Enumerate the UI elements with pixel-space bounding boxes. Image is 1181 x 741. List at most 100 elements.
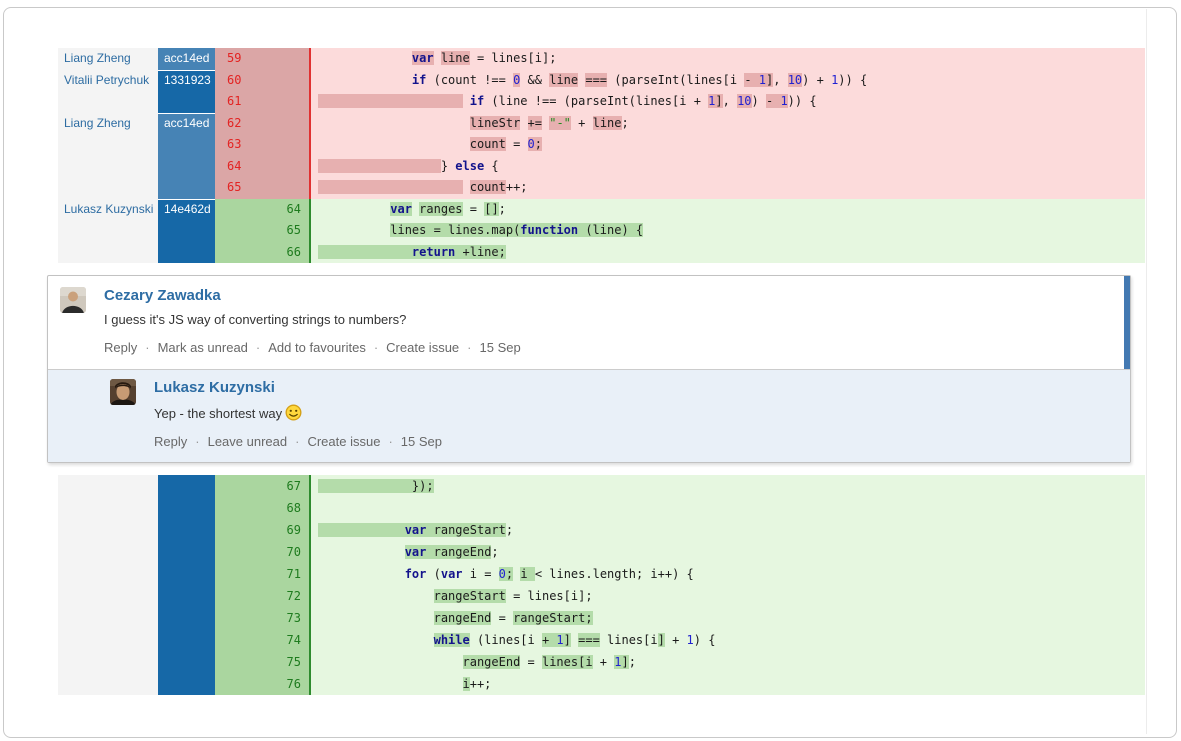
code-token (318, 545, 405, 559)
diff-line-number[interactable]: 63 (215, 134, 309, 156)
separator-dot: · (255, 340, 261, 355)
diff-line-number[interactable]: 65 (215, 177, 309, 199)
separator-dot: · (295, 434, 300, 449)
diff-line-number[interactable]: 68 (215, 497, 309, 519)
reply-author-link[interactable]: Lukasz Kuzynski (154, 379, 275, 396)
diff-line-number[interactable]: 75 (215, 651, 309, 673)
diff-code-line[interactable]: rangeEnd = rangeStart; (309, 607, 1145, 629)
comment-author-link[interactable]: Cezary Zawadka (104, 287, 221, 304)
code-token: === (578, 633, 600, 647)
diff-code-line[interactable]: if (count !== 0 && line === (parseInt(li… (309, 69, 1145, 91)
diff-line-number[interactable]: 64 (215, 198, 309, 220)
diff-author-link[interactable]: Liang Zheng (58, 48, 158, 70)
code-token: +line; (455, 244, 506, 259)
comment-action-reply[interactable]: Reply (154, 434, 188, 449)
code-token: lines[i (599, 633, 658, 647)
old-line-number: 59 (227, 51, 242, 65)
diff-row: 69 var rangeStart; (58, 519, 1145, 541)
diff-line-number[interactable]: 60 (215, 69, 309, 91)
diff-code-line[interactable]: var ranges = []; (309, 198, 1145, 220)
comment-body: Cezary Zawadka I guess it's JS way of co… (104, 287, 521, 369)
diff-line-number[interactable]: 67 (215, 475, 309, 497)
code-token: (line) { (578, 223, 644, 237)
diff-code-line[interactable]: i++; (309, 673, 1145, 695)
diff-author-link[interactable]: Vitalii Petrychuk (58, 69, 158, 91)
diff-line-number[interactable]: 69 (215, 519, 309, 541)
diff-line-number[interactable]: 70 (215, 541, 309, 563)
diff-line-number[interactable]: 74 (215, 629, 309, 651)
comment-action-add-to-favourites[interactable]: Add to favourites (268, 340, 366, 355)
comment-text: I guess it's JS way of converting string… (104, 312, 407, 327)
code-token: 10 (787, 72, 803, 87)
code-token: ] (766, 72, 774, 87)
diff-row: 76 i++; (58, 673, 1145, 695)
diff-line-number[interactable]: 65 (215, 220, 309, 242)
diff-code-line[interactable]: var rangeEnd; (309, 541, 1145, 563)
diff-code-line[interactable]: var line = lines[i]; (309, 48, 1145, 70)
diff-line-number[interactable]: 73 (215, 607, 309, 629)
diff-line-number[interactable]: 64 (215, 155, 309, 177)
diff-row: 67 }); (58, 475, 1145, 497)
diff-author-link[interactable]: Liang Zheng (58, 112, 158, 134)
code-token: 0 (498, 567, 506, 581)
code-token: lines[i (541, 655, 593, 669)
diff-row: 71 for (var i = 0; i < lines.length; i++… (58, 563, 1145, 585)
diff-code-line[interactable]: count++; (309, 177, 1145, 199)
diff-commit-hash[interactable]: acc14ed (158, 48, 215, 70)
diff-line-number[interactable]: 62 (215, 112, 309, 134)
comment-action-create-issue[interactable]: Create issue (386, 340, 460, 355)
diff-code-line[interactable]: rangeStart = lines[i]; (309, 585, 1145, 607)
diff-code-line[interactable]: while (lines[i + 1] === lines[i] + 1) { (309, 629, 1145, 651)
avatar-lukasz[interactable] (110, 379, 136, 405)
diff-code-line[interactable]: lineStr += "-" + line; (309, 112, 1145, 134)
diff-code-line[interactable]: }); (309, 475, 1145, 497)
old-line-number: 64 (227, 158, 242, 173)
diff-line-number[interactable]: 66 (215, 241, 309, 263)
code-token: if (411, 72, 427, 87)
comment-reply: Lukasz Kuzynski Yep - the shortest way R… (48, 369, 1130, 462)
unread-indicator-bar (1124, 276, 1130, 369)
diff-line-number[interactable]: 59 (215, 48, 309, 70)
comment-action-reply[interactable]: Reply (104, 340, 138, 355)
code-token (520, 116, 527, 130)
avatar-cezary[interactable] (60, 287, 86, 313)
code-token: 0 (527, 137, 535, 151)
diff-code-line[interactable]: count = 0; (309, 134, 1145, 156)
diff-commit-hash[interactable]: 1331923 (158, 69, 215, 91)
diff-code-line[interactable]: rangeEnd = lines[i + 1]; (309, 651, 1145, 673)
code-token: - (744, 72, 759, 87)
comment-action-mark-as-unread[interactable]: Mark as unread (157, 340, 248, 355)
code-token: { (484, 158, 499, 173)
diff-code-line[interactable]: if (line !== (parseInt(lines[i + 1], 10)… (309, 91, 1145, 113)
comment-action-leave-unread[interactable]: Leave unread (207, 434, 288, 449)
code-token (463, 94, 470, 108)
old-line-number: 61 (227, 94, 242, 108)
diff-row: 65 count++; (58, 177, 1145, 199)
diff-line-number[interactable]: 71 (215, 563, 309, 585)
code-token (318, 158, 441, 173)
diff-table-bottom: 67 }); 68 69 var rangeStart;70 var rangeEn… (58, 475, 1145, 695)
diff-code-line[interactable]: for (var i = 0; i < lines.length; i++) { (309, 563, 1145, 585)
diff-code-line[interactable] (309, 497, 1145, 519)
diff-code-line[interactable]: lines = lines.map(function (line) { (309, 220, 1145, 242)
new-line-number: 68 (286, 501, 301, 515)
diff-line-number[interactable]: 76 (215, 673, 309, 695)
diff-code-line[interactable]: var rangeStart; (309, 519, 1145, 541)
diff-commit-hash[interactable]: 14e462d (158, 198, 215, 220)
diff-commit-hash[interactable]: acc14ed (158, 112, 215, 134)
diff-code-line[interactable]: return +line; (309, 241, 1145, 263)
diff-author-link[interactable]: Lukasz Kuzynski (58, 198, 158, 220)
diff-line-number[interactable]: 72 (215, 585, 309, 607)
diff-line-number[interactable]: 61 (215, 91, 309, 113)
diff-code-line[interactable]: } else { (309, 155, 1145, 177)
diff-author-link (58, 134, 158, 156)
comment-action-create-issue[interactable]: Create issue (307, 434, 381, 449)
code-token: return (411, 244, 456, 259)
diff-commit-hash (158, 563, 215, 585)
code-token: && (520, 72, 550, 87)
code-token: = lines[i]; (469, 51, 557, 65)
code-token: + (664, 633, 687, 647)
code-token (318, 611, 434, 625)
old-line-number: 65 (227, 180, 242, 194)
code-token: }); (318, 479, 434, 493)
